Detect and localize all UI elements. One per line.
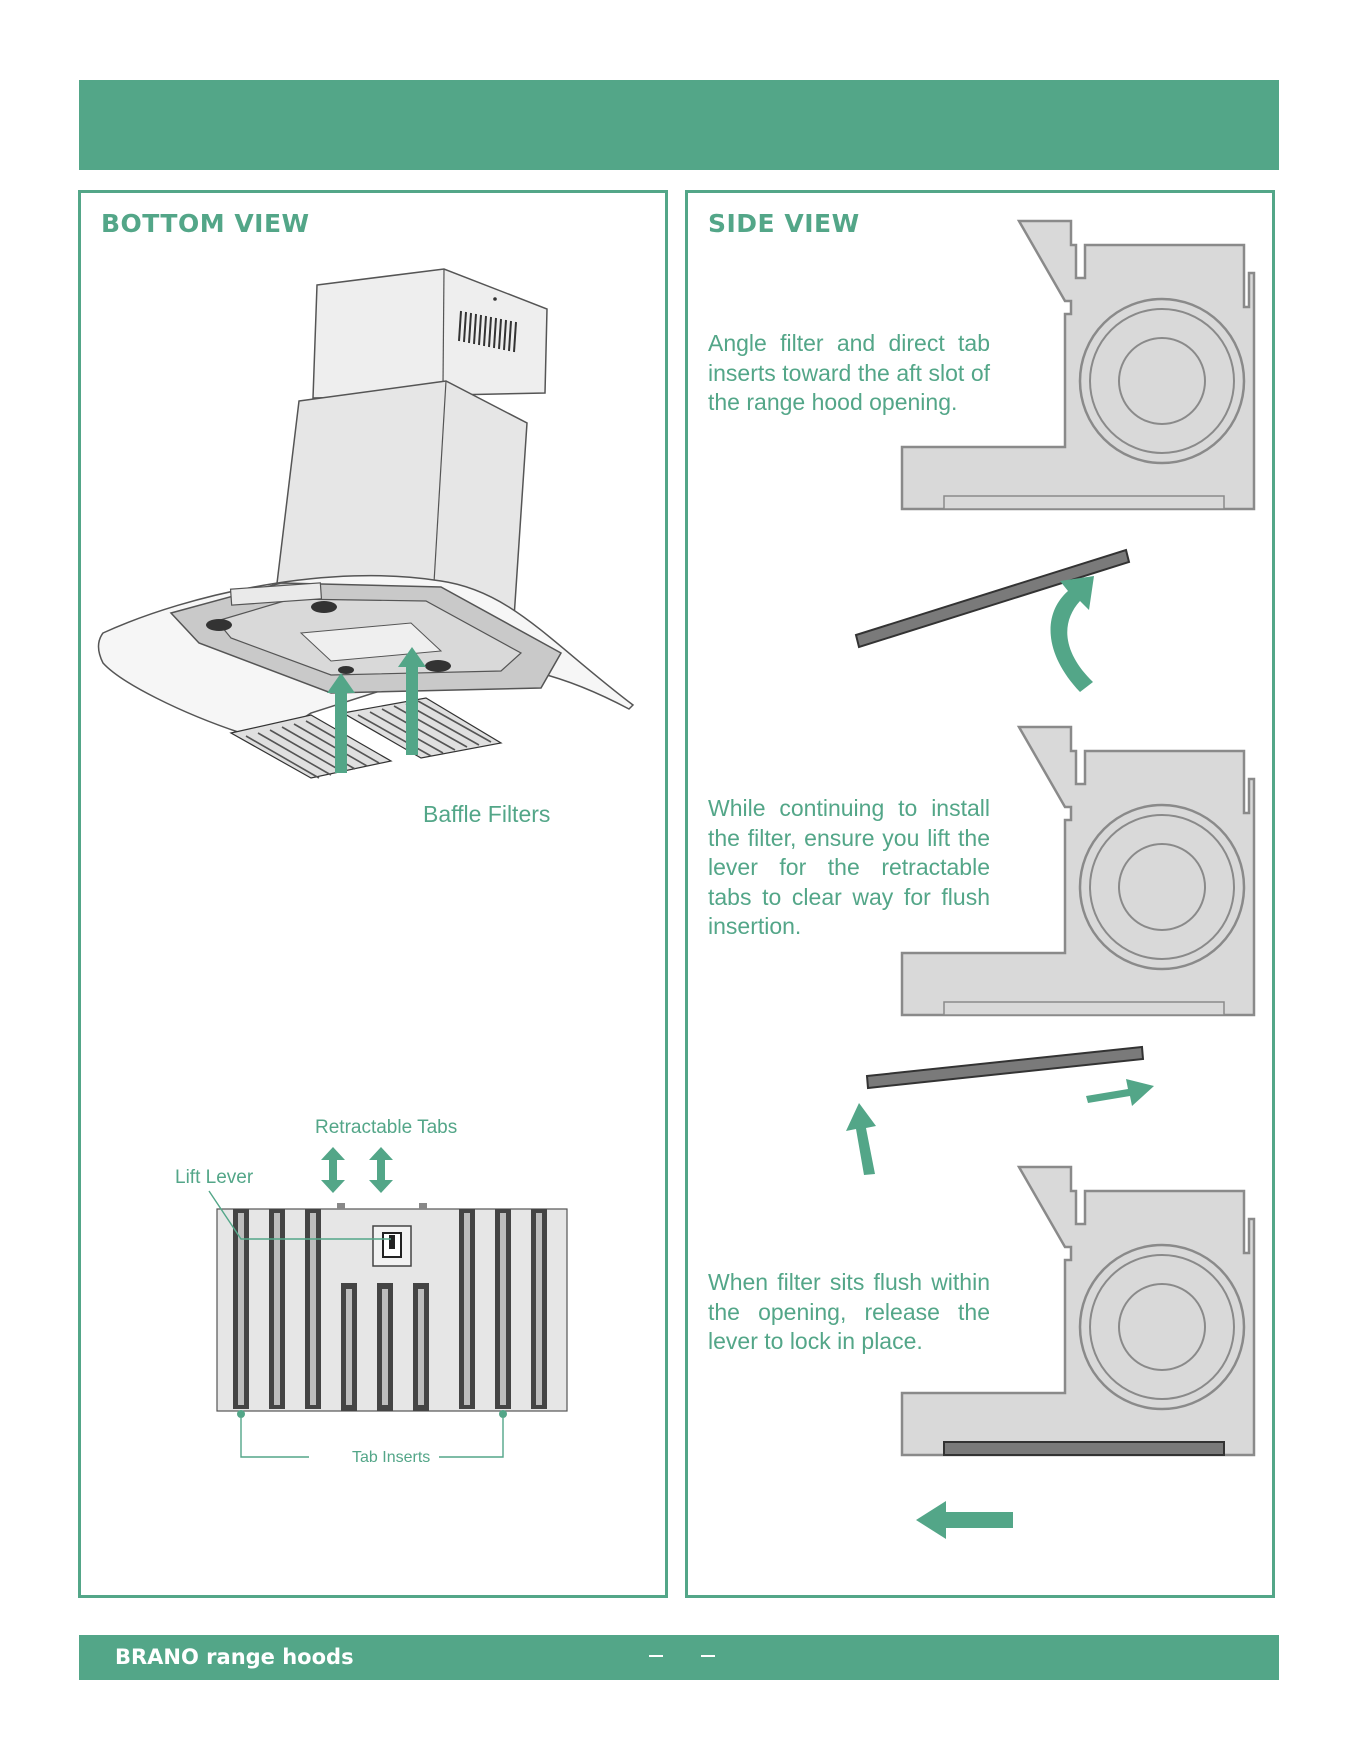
step-2-text: While continuing to install the filter, …: [708, 795, 990, 939]
filter-insert-arrows: [327, 647, 426, 773]
side-view-panel: SIDE VIEW: [685, 190, 1275, 1598]
lock-slide-arrow: [916, 1501, 1013, 1539]
step-1-text: Angle filter and direct tab inserts towa…: [708, 330, 990, 415]
footer-brand: BRANO range hoods: [115, 1645, 354, 1669]
bottom-view-panel: BOTTOM VIEW: [78, 190, 668, 1598]
tab-inserts-label: Tab Inserts: [352, 1449, 431, 1466]
retractable-tabs-label: Retractable Tabs: [315, 1117, 458, 1138]
side-step-2-hood: [900, 725, 1256, 1017]
baffle-filter-detail: [216, 1203, 568, 1418]
step-3-text: When filter sits flush within the openin…: [708, 1269, 990, 1354]
filter-angled-2: [865, 1045, 1145, 1090]
footer-band: BRANO range hoods: [79, 1635, 1279, 1680]
footer-dash: [649, 1655, 663, 1657]
side-view-illustrations: [846, 219, 1256, 1539]
range-hood-illustration: [97, 268, 635, 1458]
side-step-1-hood: [900, 219, 1256, 511]
bottom-view-title: BOTTOM VIEW: [101, 209, 310, 238]
rotate-arrow-icon: [1050, 576, 1094, 692]
lift-lever-label: Lift Lever: [175, 1167, 254, 1188]
push-arrows: [846, 1079, 1154, 1175]
footer-dash: [701, 1655, 715, 1657]
header-band: [79, 80, 1279, 170]
retractable-tab-arrows: [321, 1147, 393, 1193]
filter-angled-1: [854, 548, 1131, 649]
side-step-3-hood: [900, 1165, 1256, 1457]
baffle-filters-label: Baffle Filters: [423, 801, 551, 827]
side-view-title: SIDE VIEW: [708, 209, 860, 238]
